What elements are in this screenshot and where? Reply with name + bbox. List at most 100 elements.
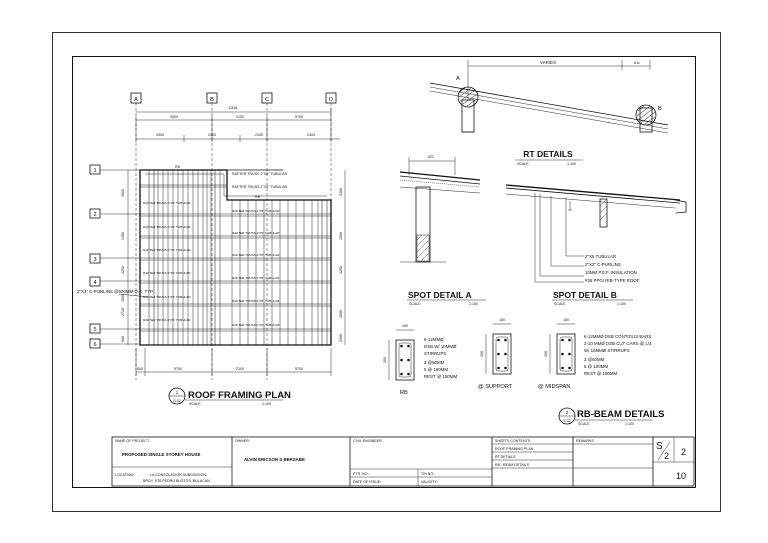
svg-text:@ SUPPORT: @ SUPPORT: [478, 384, 513, 390]
svg-text:RAFTER TRUSS 2"X5" TUBULAR: RAFTER TRUSS 2"X5" TUBULAR: [232, 276, 280, 280]
svg-text:2400: 2400: [307, 133, 315, 137]
svg-text:3 @50MM: 3 @50MM: [424, 360, 445, 365]
svg-text:1:100: 1:100: [567, 162, 576, 166]
svg-text:RAFTER TRUSS 2"X5" TUBULAR: RAFTER TRUSS 2"X5" TUBULAR: [143, 201, 191, 205]
svg-text:1500: 1500: [339, 232, 343, 240]
spot-b-title: SPOT DETAIL B: [553, 290, 617, 300]
rb-section: 150 200 RB: [383, 324, 415, 396]
rb-label: RB: [255, 195, 261, 199]
svg-text:SCALE: SCALE: [554, 302, 566, 306]
grid-letter-d: D: [325, 92, 337, 104]
svg-text:RAFTER TRUSS 2"X5" TUBULAR: RAFTER TRUSS 2"X5" TUBULAR: [232, 231, 280, 235]
svg-text:DATE OF ISSUE:: DATE OF ISSUE:: [353, 480, 381, 484]
svg-text:ROOF FRAMING PLAN: ROOF FRAMING PLAN: [495, 447, 534, 451]
svg-text:1:100: 1:100: [625, 422, 634, 426]
svg-text:VALIDITY:: VALIDITY:: [421, 480, 438, 484]
svg-text:5700: 5700: [174, 367, 182, 371]
purlins-label: 2"X3" C-PURLINS @600MM O.C. TYP.: [77, 289, 154, 294]
svg-text:200: 200: [383, 357, 387, 363]
svg-text:1:100: 1:100: [262, 402, 271, 406]
beam-title-block: 2 S-02 RB-BEAM DETAILS SCALE 1:100: [558, 407, 664, 426]
svg-text:RAFTER TRUSS 2"X5" TUBULAR: RAFTER TRUSS 2"X5" TUBULAR: [143, 225, 191, 229]
svg-text:11181: 11181: [228, 106, 237, 110]
rafter-label-2: RAFTER TRUSS 2"X5" TUBULAR: [232, 185, 288, 189]
support-section: 150 200 @ SUPPORT: [478, 318, 513, 390]
grid-number-4: 4: [89, 276, 101, 287]
svg-text:622: 622: [428, 155, 434, 159]
svg-text:RAFTER TRUSS 2"X5" TUBULAR: RAFTER TRUSS 2"X5" TUBULAR: [232, 299, 280, 303]
svg-text:2715: 2715: [121, 308, 125, 316]
plan-title: ROOF FRAMING PLAN: [188, 390, 291, 401]
engineer-label: CIVIL ENGINEER:: [353, 439, 383, 443]
svg-text:5700: 5700: [295, 115, 303, 119]
svg-text:B: B: [210, 97, 214, 103]
page-total: 10: [676, 471, 686, 481]
beam-title: RB-BEAM DETAILS: [577, 409, 664, 420]
rt-details: VARIES 611 A B RT DETAILS SCALE 1:100: [429, 60, 669, 166]
svg-text:1:100: 1:100: [617, 302, 626, 306]
grid-letter-c: C: [261, 92, 273, 104]
svg-text:1200: 1200: [339, 266, 343, 274]
drawing-border: [72, 56, 696, 488]
spot-detail-b: 2"X5 TUBULAR 2"X3" C-PURLINS 10MM P.E.F.…: [505, 184, 687, 306]
svg-text:PTR. NO.:: PTR. NO.:: [353, 472, 370, 476]
svg-text:A: A: [134, 97, 138, 103]
svg-text:W/ 10MMØ STIRRUPS: W/ 10MMØ STIRRUPS: [584, 348, 630, 353]
svg-text:1500: 1500: [339, 310, 343, 318]
svg-text:C: C: [265, 97, 269, 103]
svg-text:STIRRUPS: STIRRUPS: [424, 351, 446, 356]
svg-text:150: 150: [563, 318, 569, 322]
svg-text:RAFTER TRUSS 2"X5" TUBULAR: RAFTER TRUSS 2"X5" TUBULAR: [143, 248, 191, 252]
svg-text:RAFTER TRUSS 2"X5" TUBULAR: RAFTER TRUSS 2"X5" TUBULAR: [232, 323, 280, 327]
grid-number-6: 6: [89, 338, 101, 349]
top-dimensions: 11181 4500 2100 5700 3300 2100 2100 2400: [135, 106, 340, 142]
rt-title: RT DETAILS: [523, 149, 573, 159]
location-label: LOCATION:: [115, 473, 134, 477]
svg-text:SCALE: SCALE: [517, 162, 529, 166]
owner-name: ALVIN ERICSON S BERSABE: [244, 457, 305, 462]
svg-text:2100: 2100: [236, 367, 244, 371]
svg-text:6: 6: [93, 342, 96, 348]
svg-text:600: 600: [121, 336, 125, 342]
svg-text:2100: 2100: [339, 334, 343, 342]
svg-text:1450: 1450: [121, 232, 125, 240]
svg-text:SCALE: SCALE: [578, 422, 590, 426]
grid-number-3: 3: [89, 253, 101, 264]
sheet-number: S 2 2 10: [656, 441, 686, 481]
svg-text:REST @ 150MM: REST @ 150MM: [424, 374, 458, 379]
svg-text:2"X5 TUBULAR: 2"X5 TUBULAR: [585, 254, 616, 259]
svg-text:RAFTER TRUSS 2"X5" TUBULAR: RAFTER TRUSS 2"X5" TUBULAR: [143, 271, 191, 275]
svg-text:S: S: [656, 441, 663, 452]
svg-text:RB - BEAM DETAILS: RB - BEAM DETAILS: [495, 463, 530, 467]
svg-text:1:100: 1:100: [469, 302, 478, 306]
svg-text:5: 5: [93, 327, 96, 333]
svg-text:B: B: [658, 106, 662, 112]
svg-text:RAFTER TRUSS 2"X5" TUBULAR: RAFTER TRUSS 2"X5" TUBULAR: [232, 209, 280, 213]
svg-text:200: 200: [480, 351, 484, 357]
svg-text:3 @50MM: 3 @50MM: [584, 357, 605, 362]
left-dimensions: 3500 1450 1200 1500 2715 600: [100, 169, 140, 345]
grid-number-5: 5: [89, 323, 101, 334]
roof-framing-plan: A B C D 11181 4500 2100 5700 3300: [77, 92, 346, 406]
svg-text:TIN NO.:: TIN NO.:: [421, 472, 435, 476]
svg-text:10MM P.E.F. INSULATION: 10MM P.E.F. INSULATION: [585, 270, 637, 275]
svg-text:4500: 4500: [170, 115, 178, 119]
spot-detail-a: 622 SPOT DETAIL A SCALE 1:100: [399, 155, 486, 306]
svg-text:DSB W/ 10MMØ: DSB W/ 10MMØ: [424, 344, 457, 349]
svg-text:2: 2: [681, 447, 686, 457]
svg-text:1: 1: [176, 390, 179, 395]
svg-text:RB: RB: [400, 390, 408, 396]
location-line1: LA CONSOLACION SUBDIVISION,: [150, 473, 207, 477]
remarks-label: REMARKS: [576, 439, 594, 443]
svg-text:RT DETAILS: RT DETAILS: [495, 455, 516, 459]
svg-text:RAFTER TRUSS 2"X5" TUBULAR: RAFTER TRUSS 2"X5" TUBULAR: [143, 295, 191, 299]
svg-text:REST @ 150MM: REST @ 150MM: [584, 371, 618, 376]
svg-text:1: 1: [93, 168, 96, 174]
rb-label: RB: [175, 165, 181, 169]
svg-text:150: 150: [402, 324, 408, 328]
svg-text:2100: 2100: [236, 115, 244, 119]
svg-text:1200: 1200: [121, 266, 125, 274]
svg-text:5 @ 100MM: 5 @ 100MM: [584, 364, 608, 369]
location-line2: BRGY. STA PEDRO BUSTOS, BULACAN: [143, 479, 210, 483]
